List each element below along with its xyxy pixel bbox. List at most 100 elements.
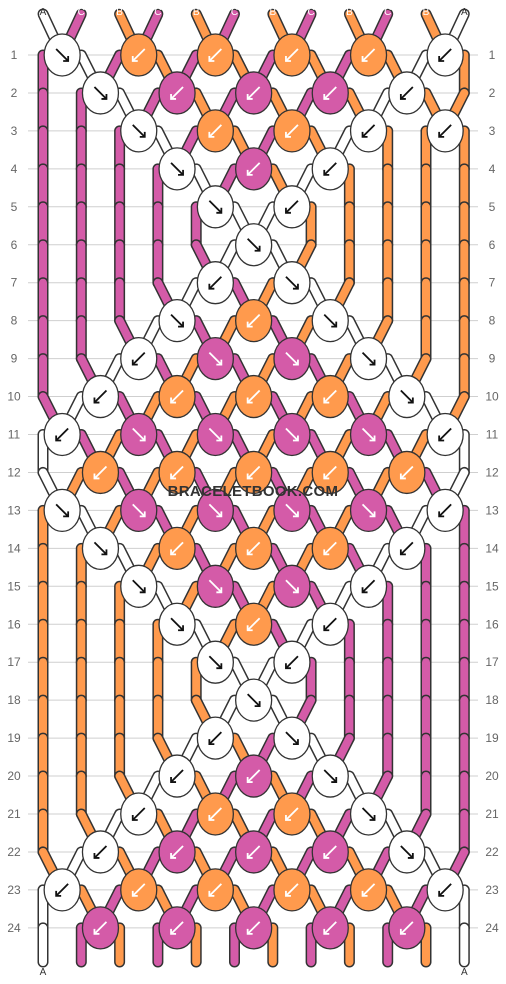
knot-arrowhead-r13-3 [216,511,223,518]
knot-arrow-r12-2 [170,465,184,480]
knot-arrowhead-r10-2 [170,397,177,404]
knot-arrowhead-r5-1 [216,207,223,214]
knot-arrowhead-r18-1 [254,701,261,708]
row-label-right-9: 9 [489,352,496,366]
knot-arrow-r4-2 [247,162,261,176]
knot-arrowhead-r16-2 [246,625,253,632]
row-label-left-19: 19 [7,731,21,745]
knot-arrowhead-r22-4 [323,852,330,859]
knot-arrow-r23-4 [285,883,299,897]
knot-arrowhead-r11-5 [369,435,376,442]
row-label-left-22: 22 [7,845,21,859]
knot-arrowhead-r12-2 [170,473,177,480]
knot-arrowhead-r16-1 [178,625,184,632]
knot-arrow-r3-4 [361,124,376,138]
row-label-left-2: 2 [11,86,18,100]
knot-arrow-r16-2 [247,617,261,631]
knot-arrow-r1-2 [132,48,146,62]
knot-arrowhead-r4-1 [178,169,184,176]
string-label-top-3: B [116,7,123,18]
knot-arrowhead-r19-1 [208,739,215,745]
knot-arrowhead-r15-4 [361,587,368,594]
knot-arrowhead-r9-3 [292,359,299,366]
row-label-right-8: 8 [489,314,496,328]
knot-arrow-r11-5 [361,427,376,442]
knot-arrowhead-r11-3 [216,435,223,442]
knot-arrow-r24-5 [400,921,414,935]
row-label-right-23: 23 [485,883,499,897]
string-label-top-5: B [193,7,200,18]
knot-arrowhead-r13-5 [369,511,376,518]
string-label-bottom-4: C [154,967,161,978]
row-label-left-23: 23 [7,883,21,897]
knot-arrow-r13-4 [285,503,299,518]
knot-arrowhead-r13-6 [438,511,445,518]
knot-arrow-r2-1 [93,86,108,100]
string-label-top-1: A [40,7,47,18]
knot-arrowhead-r12-5 [399,473,406,480]
row-label-right-1: 1 [489,48,496,62]
knot-arrow-r3-1 [132,124,146,138]
knot-arrowhead-r10-1 [93,397,100,404]
knot-arrow-r17-1 [208,655,222,669]
knot-arrowhead-r8-3 [331,321,338,328]
knot-arrow-r12-5 [400,465,414,480]
knot-arrowhead-r14-3 [246,549,253,556]
knot-arrow-r8-2 [247,314,261,328]
knot-arrow-r9-4 [361,351,376,366]
knot-arrow-r5-1 [208,200,222,214]
knot-arrow-r7-2 [285,276,299,290]
string-label-bottom-5: B [193,967,200,978]
row-label-left-5: 5 [11,200,18,214]
string-label-top-12: A [461,7,468,18]
knot-arrow-r14-3 [247,541,261,555]
row-label-left-8: 8 [11,314,18,328]
string-label-bottom-12: A [461,967,468,978]
knot-arrowhead-r7-2 [292,283,299,290]
knot-arrowhead-r3-2 [208,131,215,138]
knot-arrow-r1-4 [285,48,299,62]
knot-arrowhead-r10-4 [323,397,330,404]
knot-arrow-r13-5 [361,503,376,518]
knot-arrowhead-r1-4 [285,56,291,62]
string-label-top-11: B [423,7,430,18]
string-label-bottom-2: C [78,967,85,978]
knot-arrow-r18-1 [247,693,261,707]
row-label-right-15: 15 [485,579,499,593]
row-label-right-12: 12 [485,465,499,479]
knot-arrow-r22-2 [170,845,184,859]
row-label-right-13: 13 [485,503,499,517]
knot-arrowhead-r22-3 [246,852,253,859]
knot-arrowhead-r1-3 [208,56,215,62]
knot-arrow-r19-1 [208,731,222,745]
knot-arrow-r14-4 [323,541,337,555]
knot-arrowhead-r8-2 [246,321,253,328]
knot-arrowhead-r24-2 [170,928,177,935]
knot-arrow-r10-4 [323,389,337,404]
knot-arrowhead-r16-3 [323,625,330,632]
knot-arrow-r22-5 [400,845,414,859]
row-label-right-22: 22 [485,845,499,859]
knot-arrowhead-r3-4 [361,131,368,138]
knot-arrow-r15-2 [208,579,222,593]
knot-arrow-r10-3 [247,389,261,404]
knot-layer [43,33,464,950]
knot-arrowhead-r9-2 [216,359,223,366]
row-label-left-24: 24 [7,921,21,935]
knot-arrow-r1-1 [55,48,69,62]
row-label-right-7: 7 [489,276,496,290]
row-label-left-13: 13 [7,503,21,517]
string-label-bottom-1: A [40,967,47,978]
string-label-bottom-6: C [231,967,238,978]
knot-arrowhead-r1-5 [361,56,368,62]
row-label-left-4: 4 [11,162,18,176]
knot-arrow-r3-2 [208,124,222,138]
knot-arrowhead-r24-5 [399,928,406,935]
string-label-bottom-3: B [116,967,123,978]
knot-arrow-r10-1 [93,389,108,404]
knot-arrow-r11-4 [285,427,299,442]
knot-arrow-r24-1 [93,921,108,935]
knot-arrow-r21-1 [132,807,146,821]
row-label-left-15: 15 [7,579,21,593]
